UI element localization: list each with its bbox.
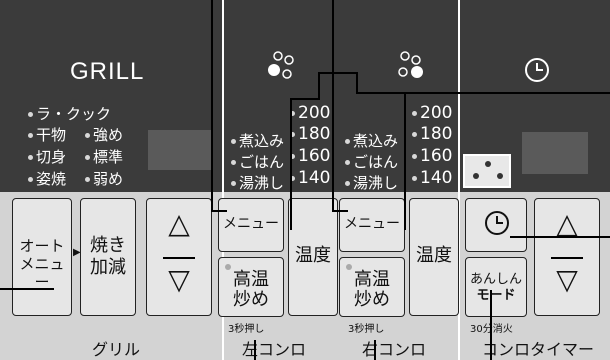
indicator-dot-icon [412, 110, 417, 116]
left-burner-indicator: ごはん [231, 151, 284, 172]
callout-line [332, 0, 334, 212]
up-arrow-icon: △ [556, 207, 578, 240]
right-temp: 160 [412, 146, 452, 166]
grill-indicator: 姿焼 [28, 168, 66, 189]
clock-icon [485, 211, 509, 235]
timer-caption: コンロタイマー [482, 340, 595, 359]
left-burner-indicator: 煮込み [231, 130, 284, 151]
callout-line [356, 92, 610, 94]
grill-indicator: 干物 [28, 124, 66, 145]
right-burner-indicator: 湯沸し [345, 172, 398, 193]
triangle-right-icon: ▶ [73, 247, 81, 258]
timer-clock-button[interactable] [465, 198, 527, 252]
divider [163, 257, 195, 259]
grill-indicator: 弱め [85, 168, 123, 189]
timer-burner-selector-icon [463, 154, 511, 188]
indicator-dot-icon [28, 177, 33, 182]
indicator-dot-icon [290, 131, 295, 137]
down-arrow-icon: ▽ [168, 263, 190, 296]
auto-menu-button[interactable]: オート メニュー [12, 198, 72, 316]
burner-display-pane [224, 0, 458, 192]
indicator-dot-icon [412, 153, 417, 159]
callout-line [290, 98, 320, 100]
left-temp-button[interactable]: 温度 [288, 198, 338, 316]
callout-line [211, 0, 213, 212]
indicator-dot-icon [85, 133, 90, 138]
callout-line [318, 72, 320, 100]
right-burner-caption: 右コンロ [362, 340, 427, 359]
indicator-dot-icon [290, 153, 295, 159]
callout-line [404, 92, 406, 230]
divider [551, 257, 583, 259]
indicator-dot-icon [28, 155, 33, 160]
callout-line [0, 288, 54, 290]
right-menu-button[interactable]: メニュー [339, 198, 405, 252]
timer-up-down-button[interactable]: △ ▽ [534, 198, 600, 316]
indicator-dot-icon [345, 139, 350, 144]
indicator-dot-icon [412, 175, 417, 181]
callout-line [318, 72, 358, 74]
led-indicator [225, 264, 231, 270]
callout-line [374, 340, 376, 360]
led-indicator [346, 264, 352, 270]
indicator-dot-icon [290, 110, 295, 116]
grill-caption: グリル [92, 340, 141, 359]
callout-line [211, 210, 227, 212]
callout-line [510, 236, 610, 238]
callout-line [356, 72, 358, 94]
down-arrow-icon: ▽ [556, 263, 578, 296]
callout-line [254, 340, 256, 360]
indicator-dot-icon [345, 160, 350, 165]
indicator-dot-icon [28, 112, 33, 117]
timer-display [522, 132, 588, 174]
grill-indicator: ラ・クック [28, 103, 111, 124]
indicator-dot-icon [412, 131, 417, 137]
right-hold-hint: 3秒押し [348, 324, 385, 335]
indicator-dot-icon [231, 139, 236, 144]
left-hold-hint: 3秒押し [228, 324, 265, 335]
grill-title: GRILL [70, 58, 145, 85]
up-arrow-icon: △ [168, 207, 190, 240]
callout-line [332, 210, 348, 212]
left-temp: 160 [290, 146, 330, 166]
right-stirfry-button[interactable]: 高温 炒め [339, 257, 405, 317]
grill-indicator: 強め [85, 124, 123, 145]
left-temp: 200 [290, 103, 330, 123]
indicator-dot-icon [28, 133, 33, 138]
right-temp: 180 [412, 124, 452, 144]
indicator-dot-icon [231, 160, 236, 165]
left-temp: 180 [290, 124, 330, 144]
left-burner-indicator: 湯沸し [231, 172, 284, 193]
anshin-mode-button[interactable]: あんしん モード [465, 257, 527, 317]
right-burner-icon [398, 51, 423, 78]
grill-up-down-button[interactable]: △ ▽ [146, 198, 212, 316]
left-menu-button[interactable]: メニュー [218, 198, 284, 252]
right-burner-indicator: ごはん [345, 151, 398, 172]
left-stirfry-button[interactable]: 高温 炒め [218, 257, 284, 317]
callout-line [490, 290, 492, 360]
grill-display [148, 130, 212, 170]
grill-indicator: 標準 [85, 146, 123, 167]
clock-icon [525, 58, 549, 82]
indicator-dot-icon [85, 177, 90, 182]
left-temp: 140 [290, 168, 330, 188]
left-burner-icon [268, 51, 294, 79]
left-burner-caption: 左コンロ [242, 340, 307, 359]
right-temp: 140 [412, 168, 452, 188]
indicator-dot-icon [290, 175, 295, 181]
indicator-dot-icon [85, 155, 90, 160]
grill-indicator: 切身 [28, 146, 66, 167]
indicator-dot-icon [231, 181, 236, 186]
callout-line [290, 98, 292, 230]
right-burner-indicator: 煮込み [345, 130, 398, 151]
right-temp-button[interactable]: 温度 [409, 198, 459, 316]
grill-adjust-button[interactable]: 焼き 加減 [80, 198, 136, 316]
indicator-dot-icon [345, 181, 350, 186]
right-temp: 200 [412, 103, 452, 123]
